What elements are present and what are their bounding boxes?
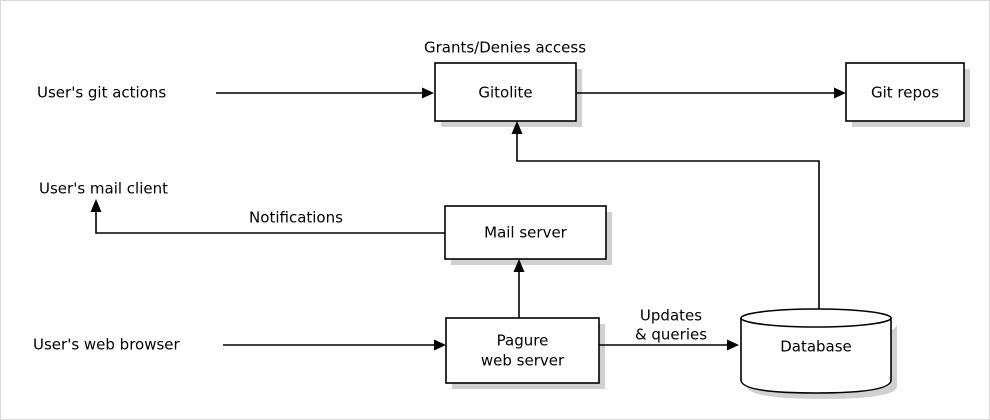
node-mail-server[interactable]: [444, 205, 607, 260]
label-users-git-actions: User's git actions: [37, 84, 166, 102]
arrowhead-mail-server-to-mail-client: [90, 199, 102, 212]
node-pagure-web-server-label-line1: Pagure: [497, 332, 549, 350]
node-pagure-web-server-label-line2: web server: [481, 352, 565, 370]
label-updates-line2: & queries: [635, 326, 707, 344]
label-users-web-browser: User's web browser: [33, 336, 181, 354]
node-git-repos-label: Git repos: [871, 84, 939, 102]
node-pagure-web-server[interactable]: [445, 317, 600, 384]
arrowhead-git-actions-to-gitolite: [422, 87, 434, 99]
label-users-mail-client: User's mail client: [39, 180, 168, 198]
node-database-top: [740, 308, 892, 328]
label-notifications: Notifications: [249, 209, 343, 227]
edge-database-to-gitolite: [516, 131, 820, 311]
node-database-body[interactable]: [740, 318, 892, 394]
node-mail-server-label: Mail server: [484, 224, 568, 242]
label-grants-denies-access: Grants/Denies access: [424, 39, 586, 57]
edge-mail-server-to-mail-client: [95, 209, 445, 234]
arrowhead-web-browser-to-pagure: [434, 339, 446, 351]
node-git-repos[interactable]: [845, 62, 965, 122]
node-database-label: Database: [780, 338, 852, 356]
label-updates-line1: Updates: [640, 307, 702, 325]
arrowhead-gitolite-to-git-repos: [834, 87, 846, 99]
node-gitolite[interactable]: [434, 62, 577, 122]
arrowhead-pagure-to-database: [727, 339, 739, 351]
node-gitolite-label: Gitolite: [478, 84, 532, 102]
arrowhead-pagure-to-mail-server: [513, 259, 525, 272]
arrowhead-database-to-gitolite: [511, 121, 523, 134]
